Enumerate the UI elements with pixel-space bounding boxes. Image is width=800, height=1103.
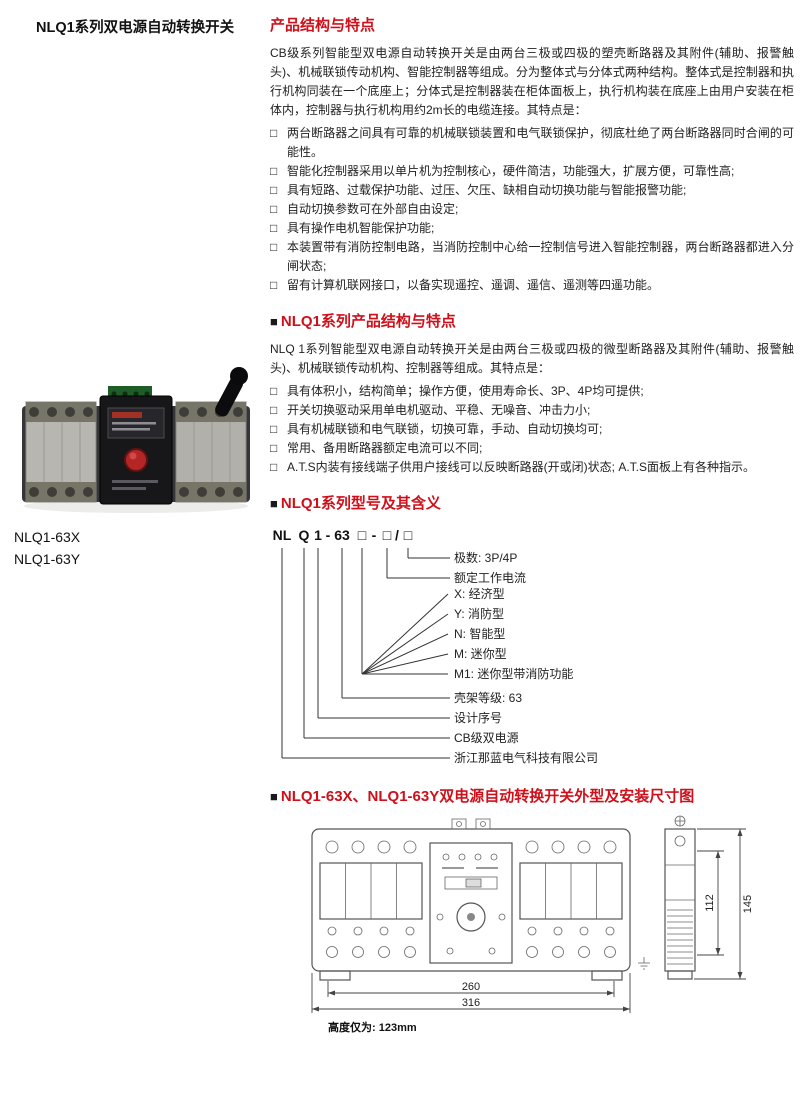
page-title: NLQ1系列双电源自动转换开关 — [36, 20, 235, 36]
feature-item: □具有操作电机智能保护功能; — [270, 219, 794, 238]
model-meaning-type-n: N: 智能型 — [454, 626, 505, 641]
product-model-labels: NLQ1-63X NLQ1-63Y — [14, 526, 80, 570]
dim-height-outer: 145 — [742, 895, 754, 913]
model-meaning-cb: CB级双电源 — [454, 731, 519, 745]
square-bullet-icon: ■ — [270, 789, 278, 804]
model-meaning-frame: 壳架等级: 63 — [454, 691, 522, 705]
section1-intro: CB级系列智能型双电源自动转换开关是由两台三极或四极的塑壳断路器及其附件(辅助、… — [270, 46, 794, 117]
model-code-part: - — [372, 527, 377, 543]
checkbox-bullet-icon: □ — [270, 221, 278, 235]
model-meaning-type-m1: M1: 迷你型带消防功能 — [454, 666, 573, 681]
content-column: 产品结构与特点 CB级系列智能型双电源自动转换开关是由两台三极或四极的塑壳断路器… — [270, 14, 794, 1035]
feature-item: □常用、备用断路器额定电流可以不同; — [270, 439, 794, 458]
feature-item: □自动切换参数可在外部自由设定; — [270, 200, 794, 219]
checkbox-bullet-icon: □ — [270, 403, 278, 417]
model-code-part: □ — [358, 527, 367, 543]
square-bullet-icon: ■ — [270, 496, 278, 511]
feature-item: □具有短路、过载保护功能、过压、欠压、缺相自动切换功能与智能报警功能; — [270, 181, 794, 200]
model-meaning-type-x: X: 经济型 — [454, 586, 505, 601]
model-meaning-design: 设计序号 — [454, 710, 502, 725]
product-model-label: NLQ1-63Y — [14, 551, 81, 567]
checkbox-bullet-icon: □ — [270, 278, 278, 292]
feature-item: □智能化控制器采用以单片机为控制核心，硬件简洁，功能强大，扩展方便，可靠性高; — [270, 162, 794, 181]
checkbox-bullet-icon: □ — [270, 441, 278, 455]
product-photo — [22, 367, 250, 513]
section4-heading: ■ NLQ1-63X、NLQ1-63Y双电源自动转换开关外型及安装尺寸图 — [270, 788, 695, 805]
model-code-part: 63 — [334, 527, 350, 543]
model-meaning-current: 额定工作电流 — [454, 570, 526, 585]
model-code-part: □ — [383, 527, 392, 543]
dim-inner-width: 260 — [462, 981, 480, 993]
feature-item: □本装置带有消防控制电路，当消防控制中心给一控制信号进入智能控制器，两台断路器都… — [270, 238, 794, 276]
feature-item: □两台断路器之间具有可靠的机械联锁装置和电气联锁保护，彻底杜绝了两台断路器同时合… — [270, 124, 794, 162]
model-code-part: Q — [299, 527, 310, 543]
height-note: 高度仅为: 123mm — [328, 1022, 417, 1034]
checkbox-bullet-icon: □ — [270, 240, 278, 254]
model-code-part: □ — [404, 527, 413, 543]
model-code-diagram: NL Q 1 - 63 □ - □ / □ 极数: 3P/4P 额定工作 — [273, 527, 598, 765]
checkbox-bullet-icon: □ — [270, 460, 278, 474]
model-meaning-type-y: Y: 消防型 — [454, 606, 504, 621]
checkbox-bullet-icon: □ — [270, 126, 278, 140]
checkbox-bullet-icon: □ — [270, 183, 278, 197]
feature-item: □A.T.S内装有接线端子供用户接线可以反映断路器(开或闭)状态; A.T.S面… — [270, 458, 794, 477]
feature-item: □具有机械联锁和电气联锁，切换可靠，手动、自动切换均可; — [270, 420, 794, 439]
model-code-part: 1 — [314, 527, 322, 543]
section2-heading: ■ NLQ1系列产品结构与特点 — [270, 313, 456, 330]
square-bullet-icon: ■ — [270, 314, 278, 329]
dim-height-inner: 112 — [704, 894, 716, 912]
checkbox-bullet-icon: □ — [270, 384, 278, 398]
model-meaning-type-m: M: 迷你型 — [454, 647, 507, 661]
model-meaning-poles: 极数: 3P/4P — [454, 550, 517, 565]
checkbox-bullet-icon: □ — [270, 202, 278, 216]
feature-item: □具有体积小，结构简单；操作方便，使用寿命长、3P、4P均可提供; — [270, 382, 794, 401]
feature-item: □留有计算机联网接口，以备实现遥控、遥调、遥信、遥测等四遥功能。 — [270, 276, 794, 295]
feature-item: □开关切换驱动采用单电机驱动、平稳、无噪音、冲击力小; — [270, 401, 794, 420]
model-code-part: NL — [273, 527, 292, 543]
checkbox-bullet-icon: □ — [270, 422, 278, 436]
model-meaning-company: 浙江那蓝电气科技有限公司 — [454, 750, 598, 765]
model-code-part: - — [326, 527, 331, 543]
section1-heading: 产品结构与特点 — [270, 17, 376, 34]
dim-outer-width: 316 — [462, 997, 480, 1009]
model-code-part: / — [395, 527, 399, 543]
product-model-label: NLQ1-63X — [14, 529, 81, 545]
outline-dimension-drawing: 112 145 260 316 — [311, 815, 754, 1013]
checkbox-bullet-icon: □ — [270, 164, 278, 178]
section1-feature-list: □两台断路器之间具有可靠的机械联锁装置和电气联锁保护，彻底杜绝了两台断路器同时合… — [270, 124, 794, 295]
section2-intro: NLQ 1系列智能型双电源自动转换开关是由两台三极或四极的微型断路器及其附件(辅… — [270, 342, 794, 375]
section2-feature-list: □具有体积小，结构简单；操作方便，使用寿命长、3P、4P均可提供; □开关切换驱… — [270, 382, 794, 477]
section3-heading: ■ NLQ1系列型号及其含义 — [270, 495, 441, 512]
